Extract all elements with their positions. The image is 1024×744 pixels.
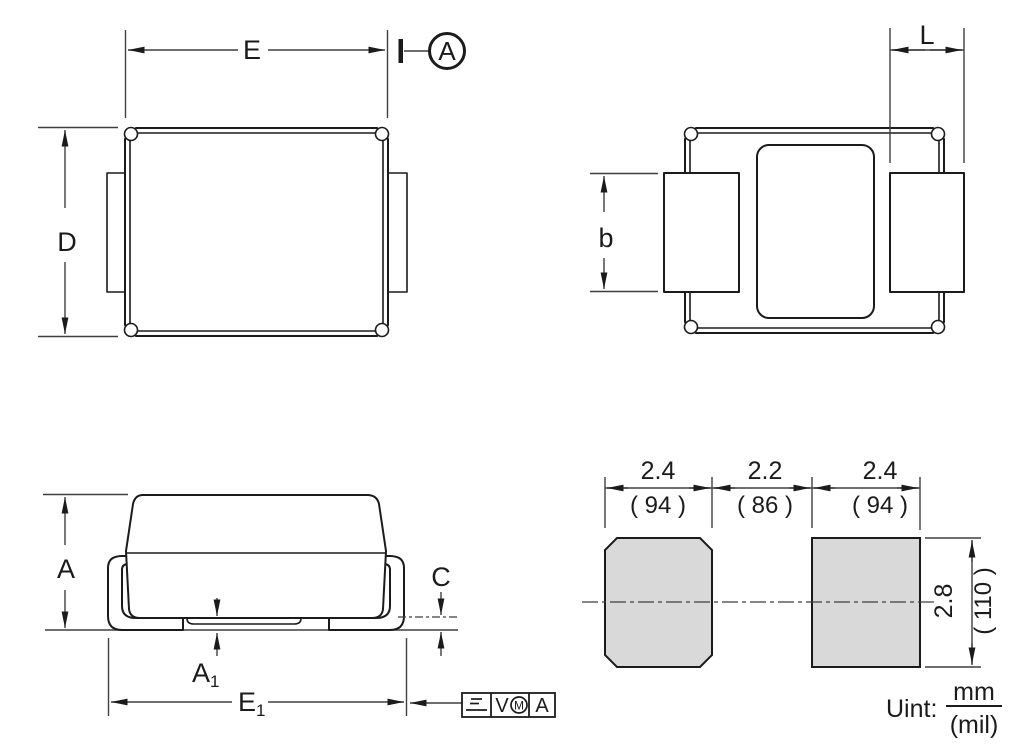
unit-mil: (mil) [950,711,999,739]
corner-chamfer-circles [683,126,946,335]
fcf-tolerance-label: V [495,695,509,717]
fcf-datum-label: A [535,695,549,717]
body-outline-outer [124,127,389,337]
datum-label: A [438,36,456,66]
pad-gap-mm: 2.2 [748,457,783,485]
coplanarity-symbol-icon [466,698,487,711]
dim-label-C: C [431,562,451,592]
pad-height-mil: ( 110 ) [970,567,997,635]
view-top-plan: E D A [38,30,466,338]
body-profile [125,494,387,619]
dim-b: b [590,172,658,293]
dim-C: C [398,562,458,656]
left-pad-width-mm: 2.4 [641,457,676,485]
center-cavity-outline [756,144,875,319]
dim-label-A1: A1 [192,658,219,691]
right-terminal-tab [385,172,408,293]
svg-text:M: M [514,699,524,713]
dim-A1: A1 [192,598,221,691]
corner-chamfer-circles [123,126,390,338]
dim-label-A: A [57,554,75,584]
left-pad-width-mil: ( 94 ) [630,492,686,519]
dim-label-D: D [57,227,77,257]
dim-label-E: E [243,35,261,65]
right-terminal-pad [889,172,965,293]
pad-gap-mil: ( 86 ) [737,492,793,519]
dim-pad-height: 2.8 ( 110 ) [925,537,997,668]
datum-a-icon: A [398,32,466,70]
right-pad-width-mil: ( 94 ) [852,492,908,519]
dim-A: A [43,493,128,628]
view-side: A A1 C E1 [43,493,556,720]
feature-control-frame: V M A [410,692,556,718]
dim-label-L: L [919,20,934,50]
dim-D: D [38,126,118,338]
unit-mm: mm [953,678,995,706]
pad-height-mm: 2.8 [930,584,958,619]
dim-label-E1: E1 [238,687,265,720]
view-land-pattern: 2.4 ( 94 ) 2.2 ( 86 ) 2.4 ( 94 ) 2.8 ( 1… [582,457,1002,739]
left-terminal-pad [663,172,740,293]
dim-E: E [124,30,389,118]
standoff-pad [186,617,302,625]
view-bottom-plan: b L [590,20,965,335]
fcf-box [461,692,556,718]
right-pad-width-mm: 2.4 [863,457,898,485]
unit-prefix: Uint: [886,695,937,723]
unit-note: Uint: mm (mil) [886,678,1002,739]
mmc-modifier-icon: M [510,696,528,714]
dim-L: L [889,20,965,163]
dim-E1: E1 [107,638,408,720]
dim-pad-widths: 2.4 ( 94 ) 2.2 ( 86 ) 2.4 ( 94 ) [604,457,921,530]
dim-label-b: b [598,223,613,253]
